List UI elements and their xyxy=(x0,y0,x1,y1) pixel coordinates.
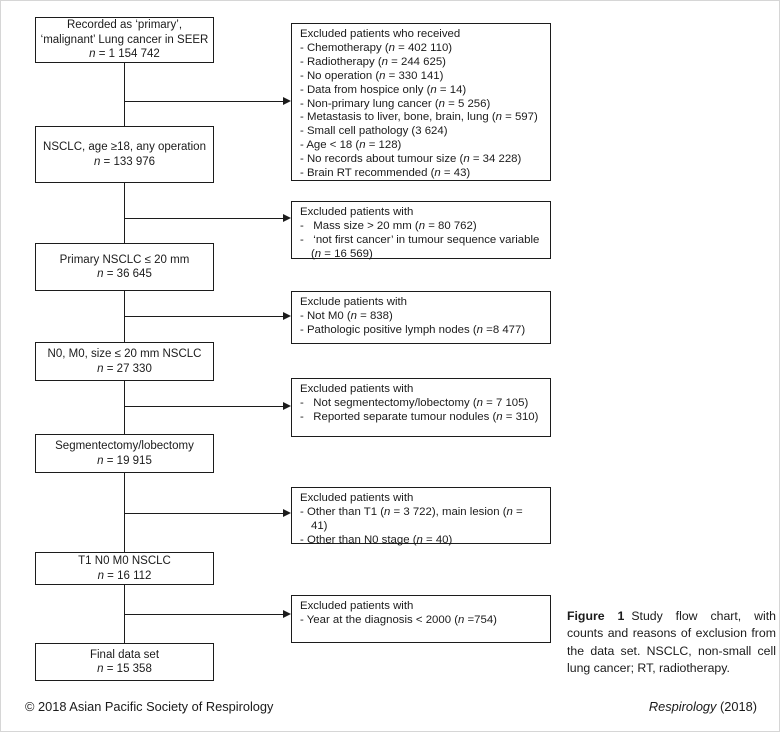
figure-caption-text: Study flow chart, with counts and reason… xyxy=(567,609,776,676)
figure-caption-label: Figure 1 xyxy=(567,609,625,623)
flow-box-line: Recorded as ‘primary’, xyxy=(66,19,183,32)
exclusion-item: - Not M0 (n = 838) xyxy=(300,309,393,322)
exclusion-title: Excluded patients who received xyxy=(300,28,461,40)
flow-box-primary-nsclc: Primary NSCLC ≤ 20 mm n = 36 645 xyxy=(35,243,214,291)
journal-line: Respirology (2018) xyxy=(649,699,757,714)
arrow-to-exclusion-5 xyxy=(124,508,291,518)
flow-box-line: ‘malignant’ Lung cancer in SEER xyxy=(40,33,209,46)
exclusion-item: - Other than T1 (n = 3 722), main lesion… xyxy=(300,505,523,532)
exclusion-item: - Mass size > 20 mm (n = 80 762) xyxy=(300,219,477,232)
exclusion-item: - ‘not first cancer’ in tumour sequence … xyxy=(300,233,540,260)
flow-box-count: n = 19 915 xyxy=(97,454,152,467)
arrow-to-exclusion-4 xyxy=(124,401,291,411)
journal-name: Respirology xyxy=(648,699,717,714)
exclusion-box-mass-size: Excluded patients with - Mass size > 20 … xyxy=(291,201,551,260)
exclusion-item: - Non-primary lung cancer (n = 5 256) xyxy=(300,97,491,110)
exclusion-item: - Reported separate tumour nodules (n = … xyxy=(300,410,539,423)
flow-box-line: Primary NSCLC ≤ 20 mm xyxy=(59,253,190,266)
exclusion-item: - Brain RT recommended (n = 43) xyxy=(300,167,471,180)
connector-line xyxy=(124,183,126,243)
connector-line xyxy=(124,63,126,126)
flow-box-line: Segmentectomy/lobectomy xyxy=(55,440,194,452)
exclusion-title: Excluded patients with xyxy=(300,383,414,395)
flow-box-count: n = 16 112 xyxy=(97,569,152,582)
connector-line xyxy=(124,473,126,552)
flow-box-line: T1 N0 M0 NSCLC xyxy=(78,555,171,567)
exclusion-title: Excluded patients with xyxy=(300,492,414,504)
flow-box-line: N0, M0, size ≤ 20 mm NSCLC xyxy=(47,348,202,360)
flow-box-nsclc-any-operation: NSCLC, age ≥18, any operation n = 133 97… xyxy=(35,126,214,183)
arrow-to-exclusion-1 xyxy=(124,96,291,106)
exclusion-item: - Pathologic positive lymph nodes (n =8 … xyxy=(300,323,526,336)
flow-box-count: n = 36 645 xyxy=(97,268,152,280)
exclusion-item: - Chemotherapy (n = 402 110) xyxy=(300,41,453,54)
flow-box-final-data-set: Final data set n = 15 358 xyxy=(35,643,214,681)
exclusion-title: Excluded patients with xyxy=(300,206,414,218)
exclusion-box-stage: Excluded patients with - Other than T1 (… xyxy=(291,487,551,546)
arrow-to-exclusion-2 xyxy=(124,213,291,223)
connector-line xyxy=(124,381,126,434)
arrow-to-exclusion-3 xyxy=(124,311,291,321)
exclusion-box-diagnosis-year: Excluded patients with - Year at the dia… xyxy=(291,595,551,643)
exclusion-item: - Metastasis to liver, bone, brain, lung… xyxy=(300,111,538,124)
exclusion-item: - Radiotherapy (n = 244 625) xyxy=(300,55,446,68)
exclusion-item: - Other than N0 stage (n = 40) xyxy=(300,533,453,546)
exclusion-item: - No operation (n = 330 141) xyxy=(300,69,444,82)
exclusion-title: Excluded patients with xyxy=(300,600,414,612)
flow-box-t1-n0-m0: T1 N0 M0 NSCLC n = 16 112 xyxy=(35,552,214,585)
exclusion-box-m0-lymph: Exclude patients with - Not M0 (n = 838)… xyxy=(291,291,551,344)
flow-box-line: NSCLC, age ≥18, any operation xyxy=(43,141,206,153)
exclusion-item: - Year at the diagnosis < 2000 (n =754) xyxy=(300,613,497,626)
flow-box-count: n = 27 330 xyxy=(97,362,152,375)
exclusion-box-received: Excluded patients who received - Chemoth… xyxy=(291,23,551,181)
flow-box-count: n = 1 154 742 xyxy=(89,48,160,61)
exclusion-item: - Small cell pathology (3 624) xyxy=(300,125,448,138)
exclusion-box-surgery-type: Excluded patients with - Not segmentecto… xyxy=(291,378,551,437)
exclusion-item: - Data from hospice only (n = 14) xyxy=(300,83,467,96)
copyright-line: © 2018 Asian Pacific Society of Respirol… xyxy=(25,699,274,714)
flow-box-line: Final data set xyxy=(89,648,160,661)
flow-box-count: n = 15 358 xyxy=(97,663,152,675)
exclusion-item: - Not segmentectomy/lobectomy (n = 7 105… xyxy=(300,396,529,409)
flow-box-segmentectomy-lobectomy: Segmentectomy/lobectomy n = 19 915 xyxy=(35,434,214,473)
arrow-to-exclusion-6 xyxy=(124,609,291,619)
flow-box-seer-record: Recorded as ‘primary’, ‘malignant’ Lung … xyxy=(35,17,214,63)
exclusion-title: Exclude patients with xyxy=(300,296,408,308)
flow-box-count: n = 133 976 xyxy=(93,155,156,168)
journal-year: (2018) xyxy=(716,699,757,714)
exclusion-item: - No records about tumour size (n = 34 2… xyxy=(300,153,522,166)
exclusion-item: - Age < 18 (n = 128) xyxy=(300,139,402,152)
flow-box-n0-m0-size: N0, M0, size ≤ 20 mm NSCLC n = 27 330 xyxy=(35,342,214,381)
